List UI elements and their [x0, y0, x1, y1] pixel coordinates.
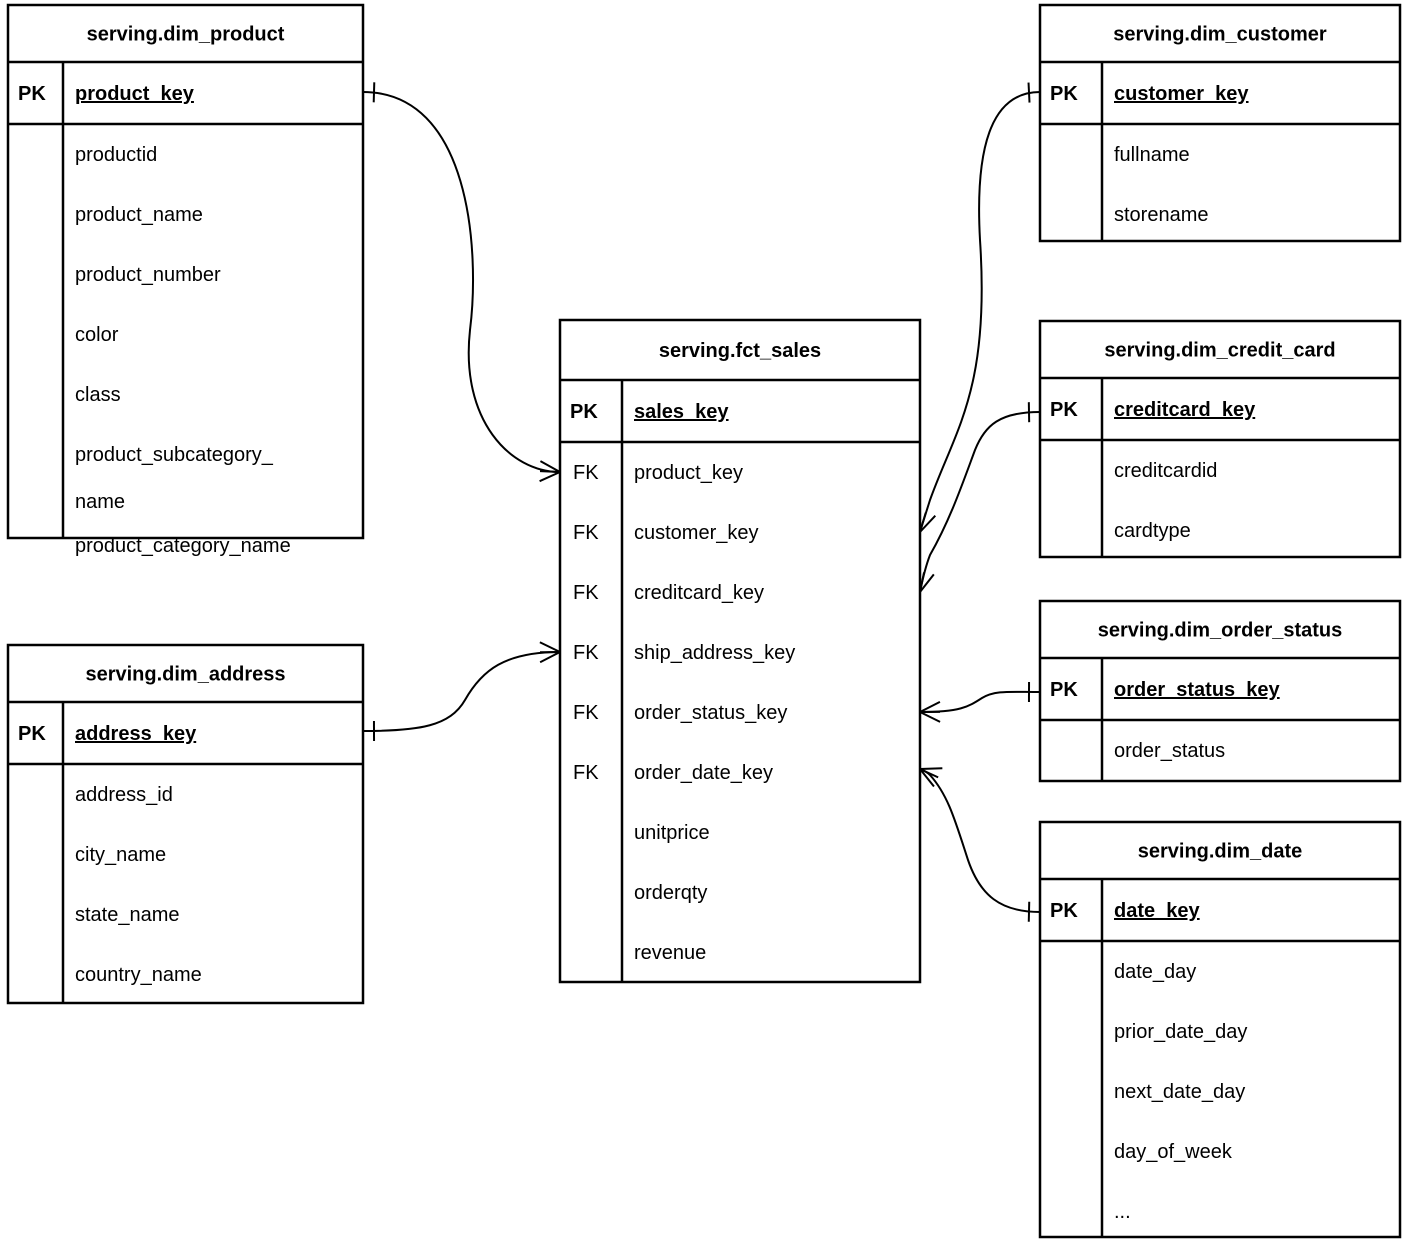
attribute-dim_date-2: next_date_day: [1114, 1081, 1245, 1103]
attribute-dim_address-2: state_name: [75, 904, 180, 926]
foreign-key-fct_sales-customer_key: customer_key: [634, 522, 759, 544]
foreign-key-fct_sales-order_status_key: order_status_key: [634, 702, 787, 724]
relationship-date-to-sales: [919, 767, 1041, 922]
entity-title-fct_sales: serving.fct_sales: [659, 340, 821, 362]
relationship-line-creditcard-to-sales: [919, 411, 1041, 593]
primary-key-dim_address: address_key: [75, 723, 197, 745]
attribute-fct_sales-2: revenue: [634, 942, 706, 964]
relationship-line-date-to-sales: [919, 768, 1041, 913]
pk-tag-dim_address: PK: [18, 723, 46, 745]
foreign-key-fct_sales-creditcard_key: creditcard_key: [634, 582, 764, 604]
attribute-dim_date-3: day_of_week: [1114, 1141, 1233, 1163]
relationship-line-product-to-sales: [362, 91, 561, 473]
entity-box-dim_order_status: [1038, 599, 1402, 783]
entity-box-dim_product: [6, 3, 365, 540]
pk-tag-fct_sales: PK: [570, 401, 598, 423]
foreign-key-fct_sales-ship_address_key: ship_address_key: [634, 642, 795, 664]
relationship-creditcard-to-sales: [913, 402, 1041, 593]
cardinality-one-tick-product-to-sales: [372, 82, 376, 103]
attribute-dim_product-0: productid: [75, 144, 157, 166]
primary-key-dim_credit_card: creditcard_key: [1114, 399, 1256, 421]
pk-tag-dim_product: PK: [18, 83, 46, 105]
attribute-dim_date-1: prior_date_day: [1114, 1021, 1247, 1043]
entity-title-dim_order_status: serving.dim_order_status: [1098, 620, 1343, 642]
fk-tag-fct_sales-0: FK: [573, 462, 599, 484]
primary-key-fct_sales: sales_key: [634, 401, 729, 423]
cardinality-many-crowsfoot-date-to-sales: [919, 767, 943, 788]
attribute-dim_address-0: address_id: [75, 784, 173, 806]
entity-title-dim_date: serving.dim_date: [1138, 841, 1303, 863]
fk-tag-fct_sales-2: FK: [573, 582, 599, 604]
attribute-dim_credit_card-0: creditcardid: [1114, 460, 1217, 482]
fk-tag-fct_sales-3: FK: [573, 642, 599, 664]
attribute-dim_product-4: class: [75, 384, 121, 406]
foreign-key-fct_sales-product_key: product_key: [634, 462, 743, 484]
relationship-line-address-to-sales: [362, 651, 561, 732]
attribute-dim_product-6: name: [75, 491, 125, 513]
attribute-dim_credit_card-1: cardtype: [1114, 520, 1191, 542]
relationship-orderstatus-to-sales: [919, 681, 1041, 723]
attribute-dim_date-4: ...: [1114, 1201, 1131, 1223]
relationship-product-to-sales: [362, 82, 561, 483]
fk-tag-fct_sales-4: FK: [573, 702, 599, 724]
fk-tag-fct_sales-1: FK: [573, 522, 599, 544]
attribute-dim_address-3: country_name: [75, 964, 202, 986]
entity-title-dim_address: serving.dim_address: [85, 664, 285, 686]
pk-tag-dim_customer: PK: [1050, 83, 1078, 105]
attribute-dim_customer-1: storename: [1114, 204, 1209, 226]
attribute-dim_date-0: date_day: [1114, 961, 1196, 983]
foreign-key-fct_sales-order_date_key: order_date_key: [634, 762, 773, 784]
cardinality-one-tick-customer-to-sales: [1027, 82, 1031, 103]
primary-key-dim_customer: customer_key: [1114, 83, 1249, 105]
attribute-dim_order_status-0: order_status: [1114, 740, 1225, 762]
cardinality-many-crowsfoot-address-to-sales: [539, 641, 561, 664]
relationship-line-customer-to-sales: [919, 91, 1041, 533]
fk-tag-fct_sales-5: FK: [573, 762, 599, 784]
attribute-dim_address-1: city_name: [75, 844, 166, 866]
relationship-customer-to-sales: [915, 82, 1041, 533]
pk-tag-dim_credit_card: PK: [1050, 399, 1078, 421]
entity-box-dim_address: [6, 643, 365, 1005]
relationship-address-to-sales: [362, 641, 561, 741]
cardinality-many-crowsfoot-orderstatus-to-sales: [919, 700, 941, 723]
entity-title-dim_product: serving.dim_product: [87, 24, 285, 46]
entity-box-fct_sales: [558, 318, 922, 984]
pk-tag-dim_order_status: PK: [1050, 679, 1078, 701]
attribute-dim_product-3: color: [75, 324, 119, 346]
entity-box-dim_date: [1038, 820, 1402, 1239]
attribute-dim_product-5: product_subcategory_: [75, 444, 274, 466]
primary-key-dim_order_status: order_status_key: [1114, 679, 1281, 701]
attribute-fct_sales-1: orderqty: [634, 882, 707, 904]
attribute-dim_customer-0: fullname: [1114, 144, 1190, 166]
attribute-dim_product-2: product_number: [75, 264, 221, 286]
pk-tag-dim_date: PK: [1050, 900, 1078, 922]
primary-key-dim_product: product_key: [75, 83, 195, 105]
entity-title-dim_customer: serving.dim_customer: [1113, 24, 1327, 46]
attribute-dim_product-7: product_category_name: [75, 535, 291, 557]
cardinality-many-crowsfoot-product-to-sales: [539, 460, 561, 483]
entity-title-dim_credit_card: serving.dim_credit_card: [1104, 340, 1335, 362]
primary-key-dim_date: date_key: [1114, 900, 1200, 922]
attribute-dim_product-1: product_name: [75, 204, 203, 226]
relationship-line-orderstatus-to-sales: [919, 690, 1041, 713]
attribute-fct_sales-0: unitprice: [634, 822, 710, 844]
